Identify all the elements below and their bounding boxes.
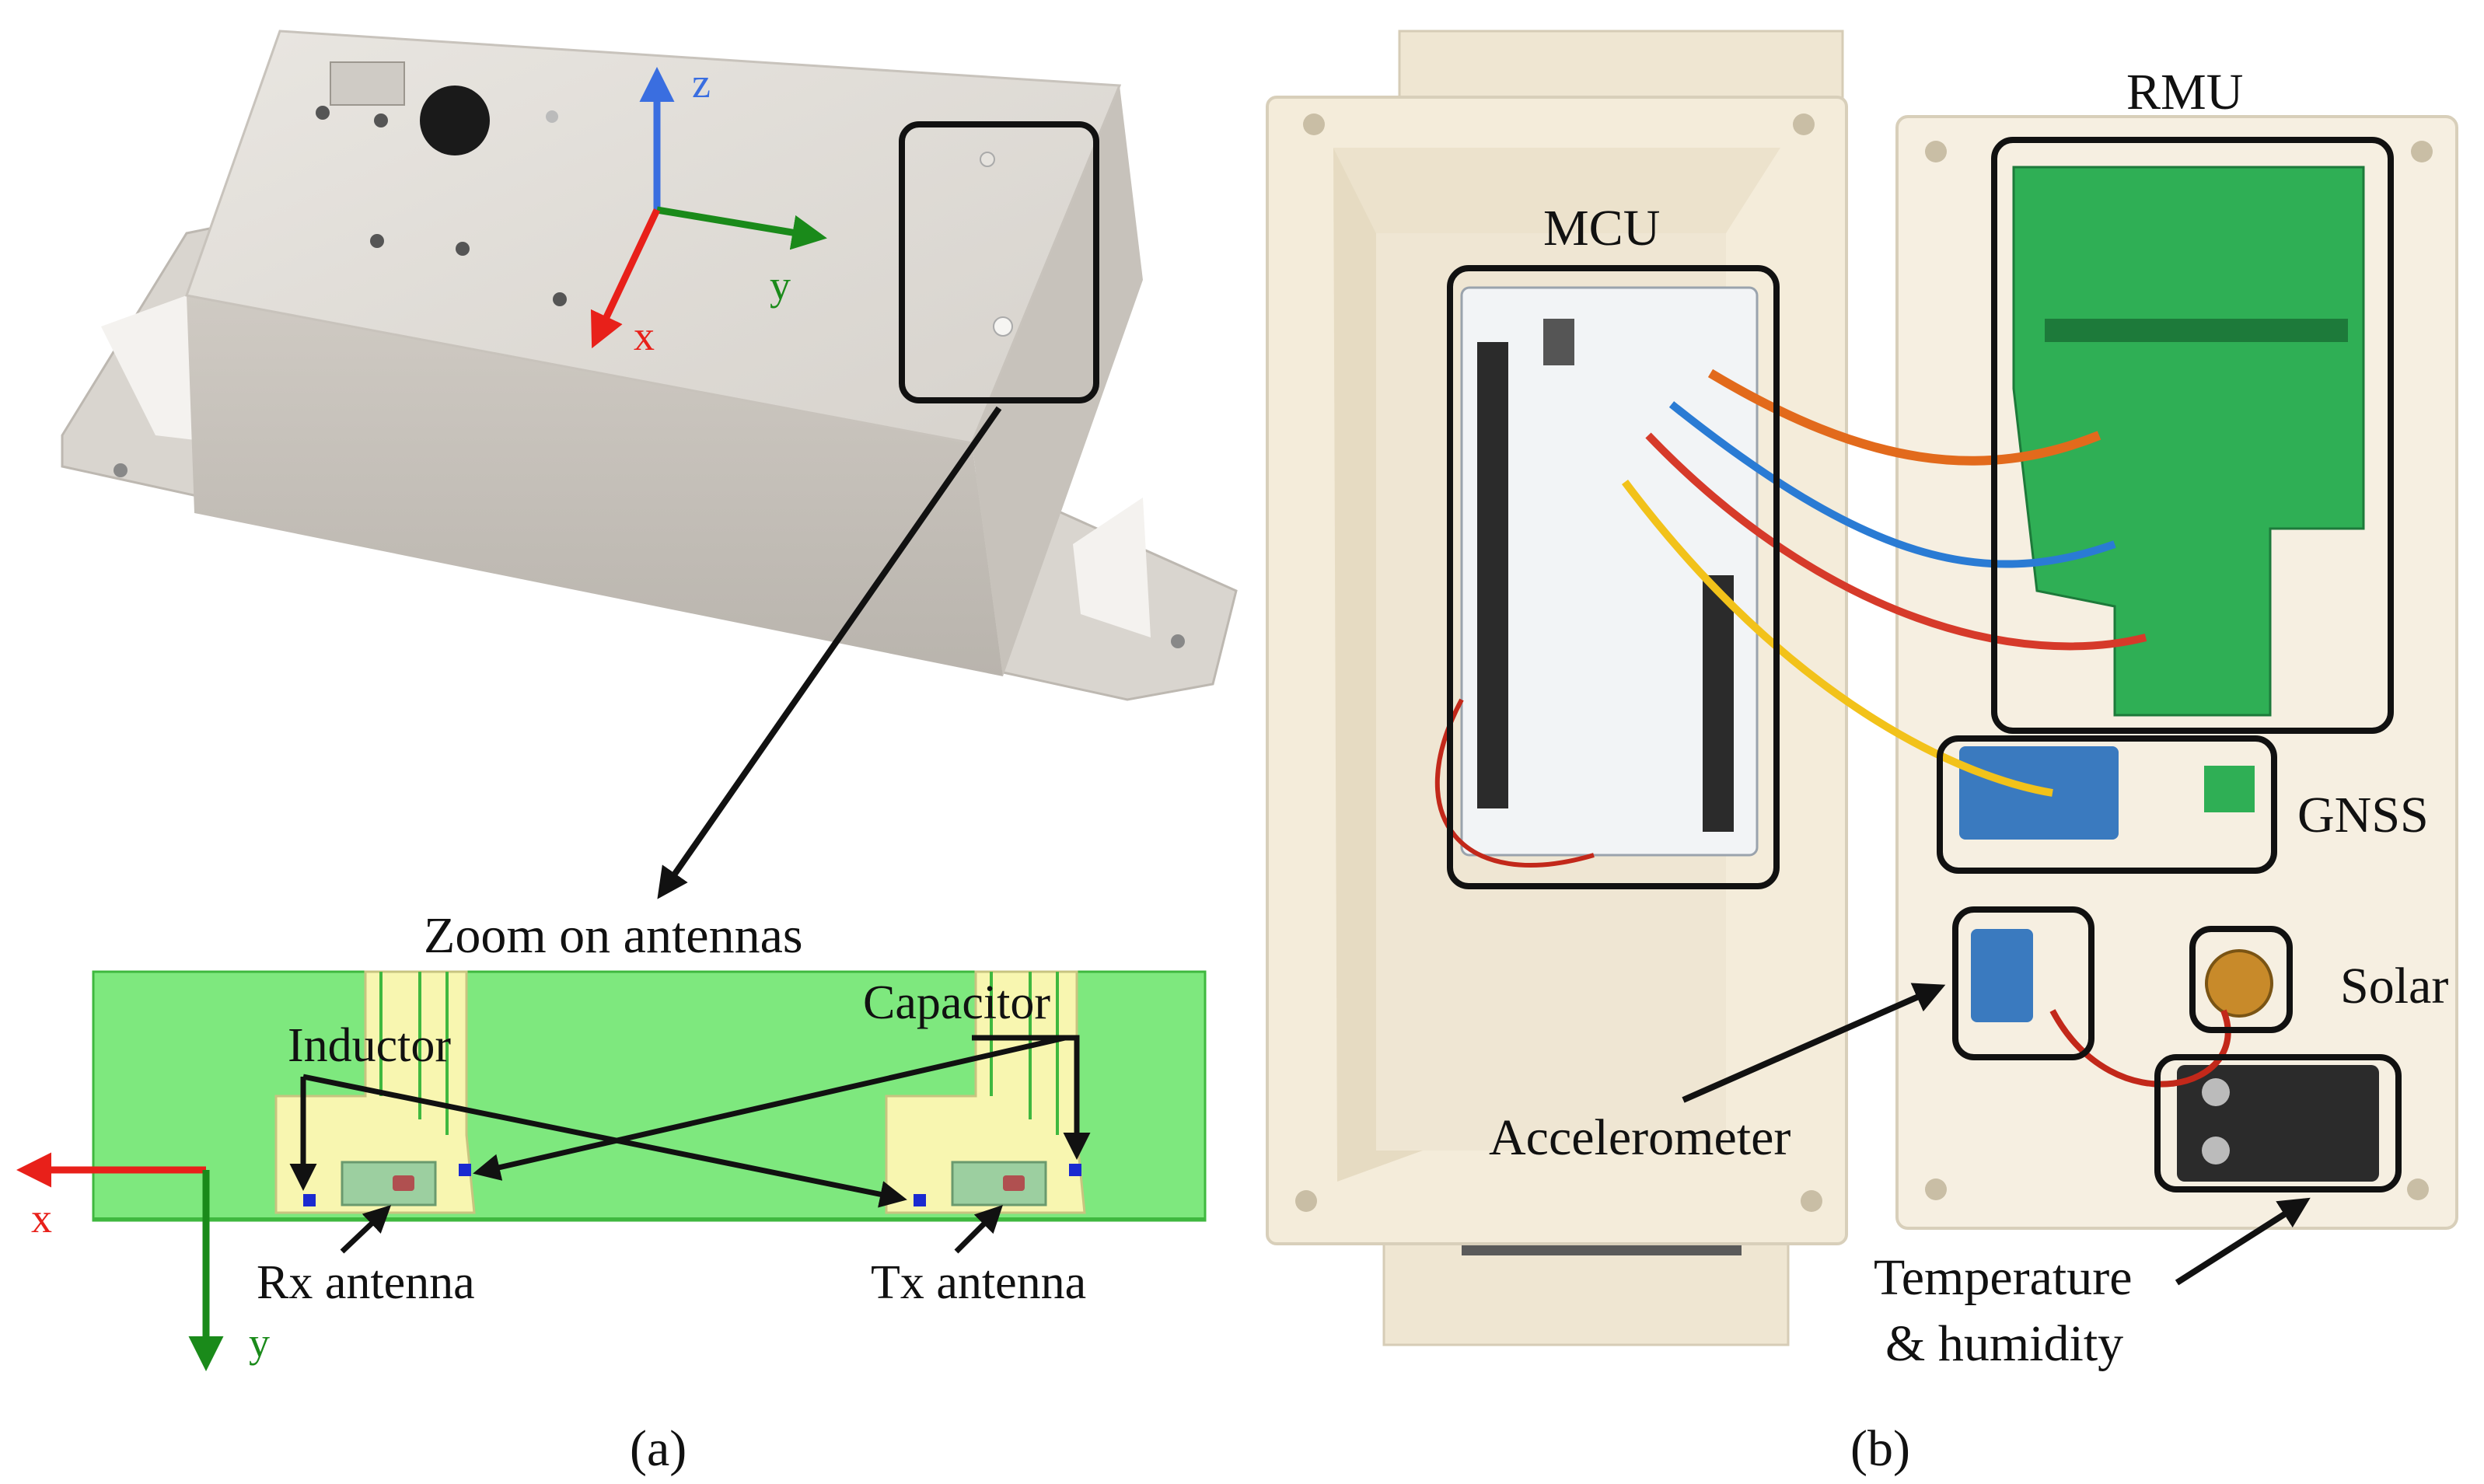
accelerometer-arrow [1682, 983, 1946, 1103]
accelerometer-box [1952, 906, 2094, 1060]
y-axis-label: y [770, 262, 791, 309]
solar-label: Solar [2340, 958, 2448, 1014]
gnss-label: GNSS [2297, 787, 2429, 843]
accelerometer-label: Accelerometer [1489, 1109, 1791, 1166]
tx-inductor-pad [914, 1194, 926, 1206]
tx-antenna-label: Tx antenna [871, 1256, 1086, 1309]
rx-antenna-arrow [340, 1205, 392, 1254]
antenna-highlight-box [899, 121, 1099, 403]
bottom-axes: x y [16, 1152, 270, 1371]
temperature-humidity-box [2154, 1054, 2402, 1192]
temperature-arrow [2175, 1197, 2311, 1286]
zoom-arrow [657, 406, 1002, 899]
top-axes: z y x [590, 60, 827, 359]
temperature-label-line1: Temperature [1874, 1249, 2133, 1306]
temperature-label-line2: & humidity [1885, 1315, 2123, 1372]
rx-capacitor-pad [459, 1164, 471, 1176]
capacitor-arrow-tx [972, 1035, 1091, 1160]
tx-antenna-arrow [954, 1205, 1003, 1254]
rmu-label: RMU [2126, 64, 2243, 120]
gnss-box [1937, 735, 2277, 874]
sensor-enclosure-photo [61, 30, 1238, 701]
rx-inductor-pad [303, 1194, 316, 1206]
zoom-caption: Zoom on antennas [424, 907, 803, 964]
inductor-label: Inductor [288, 1019, 451, 1072]
caption-a: (a) [630, 1420, 687, 1477]
open-enclosure-photo [1266, 30, 2458, 1346]
x-axis-arrow [590, 208, 661, 349]
antenna-layout-zoom [92, 970, 1207, 1222]
inductor-arrow-tx [302, 1074, 907, 1208]
rx-antenna-label: Rx antenna [257, 1256, 475, 1309]
panel-a: z y x Zoom on antennas [16, 30, 1238, 1477]
capacitor-label: Capacitor [863, 976, 1050, 1029]
mcu-label: MCU [1543, 200, 1660, 257]
rmu-box [1991, 137, 2394, 734]
y-axis-arrow [656, 206, 827, 250]
caption-b: (b) [1850, 1420, 1910, 1477]
tx-capacitor-pad [1069, 1164, 1081, 1176]
z-axis-label: z [692, 60, 711, 106]
bottom-y-label: y [249, 1319, 270, 1366]
bottom-x-label: x [31, 1195, 52, 1241]
solar-box [2189, 926, 2293, 1033]
panel-b: RMU MCU GNSS Solar Accelerometer Tempera… [1266, 30, 2458, 1477]
x-axis-label: x [634, 313, 655, 359]
capacitor-arrow-rx [473, 1035, 1066, 1181]
mcu-box [1447, 265, 1780, 889]
